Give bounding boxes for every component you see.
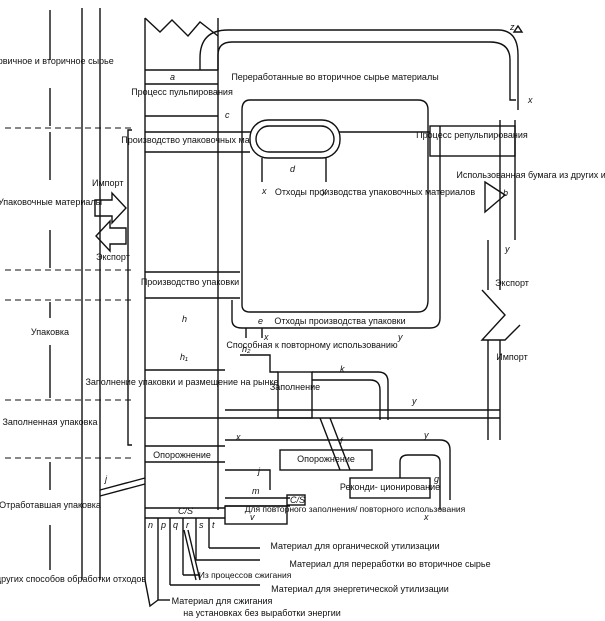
reconditioning-label: Реконди- ционирование: [340, 482, 440, 492]
letter-s: s: [199, 520, 204, 530]
incineration-label: Из процессов сжигания: [199, 570, 292, 580]
filling-loop: [225, 354, 500, 420]
stage-packaging-materials-label: Упаковочные материалы: [0, 197, 102, 207]
j-branch-left: [99, 477, 146, 497]
letter-r: r: [186, 520, 190, 530]
letter-e: e: [258, 316, 263, 326]
other-methods-label: Материал для других способов обработки о…: [0, 574, 146, 584]
burn-label: Материал для сжигания: [172, 596, 273, 606]
pulping-box-label: Процесс пульпирования: [131, 87, 233, 97]
letter-q: q: [173, 520, 178, 530]
letter-j-left: j: [104, 474, 108, 484]
left-trade-arrows: [94, 191, 127, 253]
cs-bottom-label: C/S: [178, 506, 193, 516]
letter-p: p: [160, 520, 166, 530]
pm-waste-label: Отходы производства упаковочных материал…: [275, 187, 476, 197]
letter-c: c: [225, 110, 230, 120]
import-left-label: Импорт: [92, 178, 123, 188]
letter-y-pm: y: [321, 186, 327, 196]
letter-h1: h₁: [180, 352, 188, 362]
letter-x-top: x: [527, 95, 533, 105]
stage-filled-packaging-label: Заполненная упаковка: [2, 417, 97, 427]
energy-label: Материал для энергетической утилизации: [271, 584, 449, 594]
letter-y-pack: y: [397, 332, 403, 342]
repulping-box: [429, 120, 516, 240]
organic-label: Материал для органической утилизации: [270, 541, 439, 551]
letter-x-pack: x: [263, 332, 269, 342]
refill-label: Для повторного заполнения/ повторного ис…: [245, 504, 466, 514]
stage-packaging-label: Упаковка: [31, 327, 69, 337]
letter-k: k: [340, 364, 345, 374]
recycled-label: Переработанные во вторичное сырье матери…: [231, 72, 438, 82]
j-branch-mid: [225, 469, 271, 490]
used-paper-label: Использованная бумага из других источник…: [456, 170, 605, 180]
cs-mid-label: C/S: [290, 495, 305, 505]
emptying-left-label: Опорожнение: [153, 450, 211, 460]
pm-production-label: Производство упаковочных материалов: [121, 135, 289, 145]
export-right-label: Экспорт: [495, 278, 529, 288]
emptying-mid: [225, 417, 451, 500]
letter-h2: h₂: [242, 344, 251, 354]
export-left-label: Экспорт: [96, 252, 130, 262]
no-energy-label: на установках без выработки энергии: [183, 608, 341, 618]
letter-g: g: [434, 474, 439, 484]
letter-x-pm: x: [261, 186, 267, 196]
stage-used-packaging-label: Отработавшая упаковка: [0, 500, 101, 510]
pack-production-label: Производство упаковки: [141, 277, 239, 287]
letter-f: f: [340, 436, 344, 446]
letter-a: a: [170, 72, 175, 82]
right-trade: [480, 240, 521, 440]
filling-market-label: Заполнение упаковки и размещение на рынк…: [85, 377, 278, 387]
pack-waste-pipe: [231, 126, 441, 338]
pack-waste-label: Отходы производства упаковки: [274, 316, 405, 326]
reusable-label: Способная к повторному использованию: [226, 340, 398, 350]
left-stage-column: [5, 8, 135, 580]
letter-t: t: [212, 520, 215, 530]
used-paper-arrow: [484, 180, 507, 214]
letter-h: h: [182, 314, 187, 324]
import-right-label: Импорт: [496, 352, 527, 362]
emptying-mid-label: Опорожнение: [297, 454, 355, 464]
letter-y-fill: y: [411, 396, 417, 406]
letter-m: m: [252, 486, 260, 496]
letter-j-mid: j: [257, 466, 261, 476]
letter-x-recond: x: [423, 512, 429, 522]
letter-x-fill: x: [235, 432, 241, 442]
letter-n: n: [148, 520, 153, 530]
letter-y-recond: y: [423, 430, 429, 440]
reconditioning-box: [349, 454, 441, 510]
bottom-outputs: [158, 547, 260, 601]
stage-bracket: [127, 129, 132, 446]
letter-z: z: [509, 22, 515, 32]
sorting-section: [224, 494, 306, 525]
secondary-label: Материал для переработки во вторичное сы…: [289, 559, 490, 569]
recycled-loop: [199, 24, 524, 110]
letter-d: d: [290, 164, 296, 174]
stage-primary-label: Первичное и вторичное сырье: [0, 56, 114, 66]
filling-mid-label: Заполнение: [270, 382, 320, 392]
pm-waste-loop: [241, 99, 429, 313]
letter-b: b: [503, 188, 508, 198]
letter-y-right: y: [504, 244, 510, 254]
repulping-label: Процесс репульпирования: [416, 130, 528, 140]
letter-v: v: [250, 512, 255, 522]
